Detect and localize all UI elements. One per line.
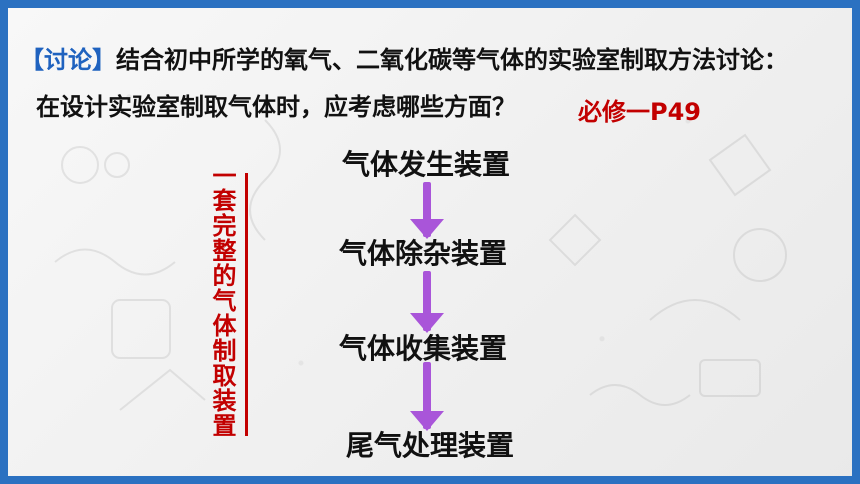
- down-arrow-icon: [410, 182, 444, 239]
- right-border: [852, 0, 860, 484]
- arrow-shaft: [423, 362, 431, 429]
- vertical-divider: [245, 173, 248, 436]
- down-arrow-icon: [410, 362, 444, 431]
- step-gas-generation: 气体发生装置: [342, 148, 511, 181]
- textbook-reference: 必修一P49: [578, 98, 701, 126]
- step-tail-gas-treatment: 尾气处理装置: [346, 429, 515, 462]
- arrow-head: [410, 411, 444, 431]
- step-gas-collection: 气体收集装置: [339, 332, 508, 365]
- step-gas-purification: 气体除杂装置: [339, 237, 508, 270]
- down-arrow-icon: [410, 271, 444, 333]
- discussion-tag: 【讨论】: [20, 46, 116, 74]
- complete-apparatus-label: 一套完整的气体制取装置: [208, 163, 236, 438]
- arrow-shaft: [423, 182, 431, 237]
- discussion-line-1: 【讨论】结合初中所学的氧气、二氧化碳等气体的实验室制取方法讨论：: [20, 40, 788, 75]
- left-border: [0, 0, 8, 484]
- discussion-line-2: 在设计实验室制取气体时，应考虑哪些方面？: [36, 93, 516, 121]
- bottom-border: [0, 476, 860, 484]
- arrow-head: [410, 313, 444, 333]
- arrow-head: [410, 219, 444, 239]
- discussion-question-part-1: 结合初中所学的氧气、二氧化碳等气体的实验室制取方法讨论：: [116, 46, 788, 74]
- top-border: [0, 0, 860, 8]
- arrow-shaft: [423, 271, 431, 331]
